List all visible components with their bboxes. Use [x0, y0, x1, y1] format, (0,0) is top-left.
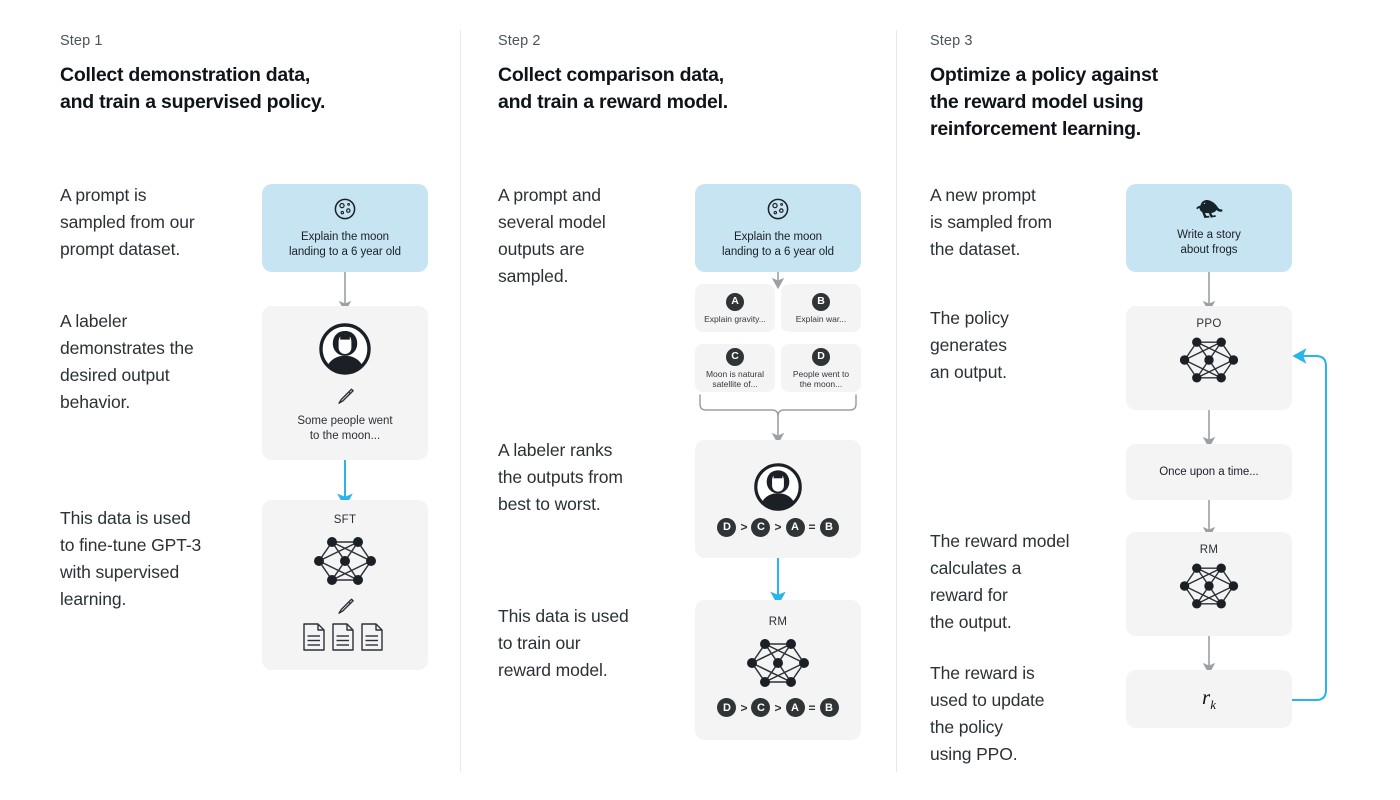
rm-rank-badge-3: A — [785, 698, 805, 717]
step-3-paragraph-4: The reward is used to update the policy … — [930, 663, 1045, 764]
labeler-avatar-icon — [319, 323, 371, 375]
neural-network-icon — [314, 537, 376, 585]
rm-rank-badge-2: C — [751, 698, 771, 717]
step-2-paragraph-3: This data is used to train our reward mo… — [498, 606, 629, 680]
rm-label: RM — [768, 616, 788, 628]
step-3-rm-card[interactable]: RM — [1126, 532, 1292, 636]
step-1-label: Step 1 — [60, 33, 103, 49]
step-2-label: Step 2 — [498, 33, 541, 49]
ranking-row-rm: D > C > A = B — [717, 698, 839, 717]
neural-network-icon — [747, 639, 809, 687]
step-2-ranking-card[interactable]: D > C > A = B — [695, 440, 861, 558]
option-badge-d: D — [812, 347, 830, 366]
step-3-reward-card[interactable]: rk — [1126, 670, 1292, 728]
step-1-column: Step 1 Collect demonstration data, and t… — [0, 0, 460, 800]
option-card-c[interactable]: C Moon is natural satellite of... — [695, 344, 775, 392]
rank-badge-1: D — [717, 517, 737, 537]
column-divider-2 — [896, 30, 897, 772]
moon-icon — [767, 198, 789, 220]
step-1-title: Collect demonstration data, and train a … — [60, 64, 326, 113]
step-2-paragraph-1: A prompt and several model outputs are s… — [498, 185, 606, 286]
sft-label: SFT — [333, 514, 357, 526]
step-1-prompt-text: Explain the moon landing to a 6 year old — [288, 231, 401, 258]
step-3-output-text: Once upon a time... — [1159, 465, 1259, 478]
option-card-b[interactable]: B Explain war... — [781, 284, 861, 332]
option-badge-c: C — [726, 347, 744, 366]
step-3-output-card[interactable]: Once upon a time... — [1126, 444, 1292, 500]
pencil-icon — [338, 598, 354, 614]
rm-rank-badge-1: D — [717, 698, 737, 717]
step-3-title: Optimize a policy against the reward mod… — [930, 64, 1158, 140]
rank-op-3: = — [808, 520, 816, 534]
step-1-labeler-card[interactable]: Some people went to the moon... — [262, 306, 428, 460]
option-text-b: Explain war... — [795, 313, 847, 324]
step-3-prompt-text: Write a story about frogs — [1177, 229, 1241, 256]
step-2-paragraph-2: A labeler ranks the outputs from best to… — [498, 440, 623, 514]
step-1-paragraph-1: A prompt is sampled from our prompt data… — [60, 185, 195, 259]
ranking-row-labeler: D > C > A = B — [717, 517, 839, 537]
option-badge-b: B — [812, 292, 830, 311]
rank-badge-4: B — [819, 517, 839, 537]
option-card-d[interactable]: D People went to the moon... — [781, 344, 861, 392]
rm-rank-badge-4: B — [819, 698, 839, 717]
labeler-avatar-icon — [754, 462, 802, 511]
rank-op-1: > — [740, 520, 748, 534]
step-3-prompt-card[interactable]: Write a story about frogs — [1126, 184, 1292, 272]
step-3-paragraph-1: A new prompt is sampled from the dataset… — [930, 185, 1053, 259]
step-2-rm-card[interactable]: RM D > C — [695, 600, 861, 740]
neural-network-icon — [1179, 337, 1239, 383]
neural-network-icon — [1179, 563, 1239, 609]
rank-badge-3: A — [785, 517, 805, 537]
option-text-d: People went to the moon... — [792, 368, 850, 389]
step-1-paragraph-2: A labeler demonstrates the desired outpu… — [60, 311, 194, 412]
moon-icon — [334, 198, 356, 220]
step-3-label: Step 3 — [930, 33, 973, 49]
option-card-a[interactable]: A Explain gravity... — [695, 284, 775, 332]
step-2-prompt-text: Explain the moon landing to a 6 year old — [721, 231, 834, 258]
step-1-labeler-caption: Some people went to the moon... — [297, 415, 393, 442]
rm-rank-op-3: = — [808, 700, 816, 715]
step-2-title: Collect comparison data, and train a rew… — [498, 64, 728, 113]
rm-rank-op-2: > — [774, 700, 782, 715]
reward-symbol-subscript: k — [1210, 697, 1216, 713]
step-1-sft-card[interactable]: SFT — [262, 500, 428, 670]
option-badge-a: A — [726, 292, 744, 311]
option-text-a: Explain gravity... — [704, 313, 766, 324]
step-3-ppo-card[interactable]: PPO — [1126, 306, 1292, 410]
step-3-paragraph-3: The reward model calculates a reward for… — [930, 531, 1070, 632]
reward-symbol-base: r — [1202, 684, 1211, 709]
column-divider-1 — [460, 30, 461, 772]
step-1-prompt-card[interactable]: Explain the moon landing to a 6 year old — [262, 184, 428, 272]
option-text-c: Moon is natural satellite of... — [705, 368, 765, 389]
pencil-icon — [338, 388, 354, 404]
step-2-prompt-card[interactable]: Explain the moon landing to a 6 year old — [695, 184, 861, 272]
rank-op-2: > — [774, 520, 782, 534]
documents-icon — [303, 623, 383, 651]
step-1-paragraph-3: This data is used to fine-tune GPT-3 wit… — [60, 508, 202, 609]
step-2-column: Step 2 Collect comparison data, and trai… — [460, 0, 910, 800]
rank-badge-2: C — [751, 517, 771, 537]
reward-symbol: rk — [1202, 685, 1216, 713]
rm-label-step3: RM — [1199, 544, 1219, 556]
rm-rank-op-1: > — [740, 700, 748, 715]
frog-icon — [1196, 199, 1223, 218]
step-3-paragraph-2: The policy generates an output. — [930, 308, 1009, 382]
step-3-column: Step 3 Optimize a policy against the rew… — [910, 0, 1400, 800]
ppo-label: PPO — [1196, 318, 1222, 330]
